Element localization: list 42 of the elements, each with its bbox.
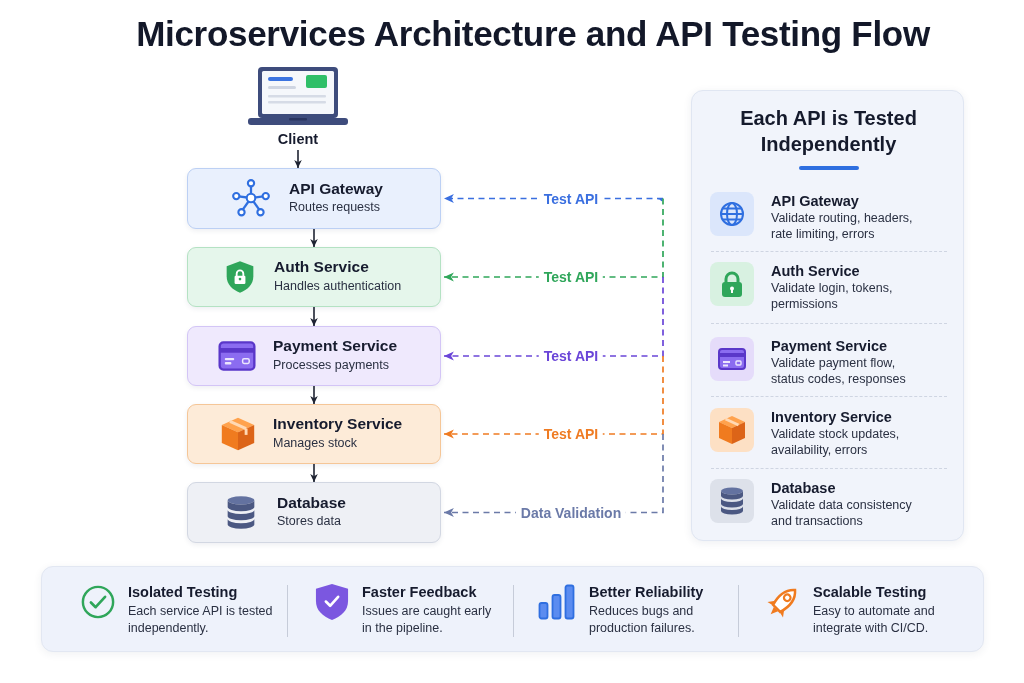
service-description: Stores data xyxy=(277,514,341,529)
service-box xyxy=(187,168,441,229)
service-box xyxy=(187,247,441,307)
service-description: Routes requests xyxy=(289,200,381,215)
service-title: Inventory Service xyxy=(273,415,403,433)
feature-title: Better Reliability xyxy=(589,583,704,601)
arrow xyxy=(310,228,318,248)
service-title: Auth Service xyxy=(274,258,369,276)
item-title: Inventory Service xyxy=(771,408,892,426)
arrow xyxy=(310,306,318,327)
arrow xyxy=(310,463,318,483)
feature-description: Each service API is tested independently. xyxy=(128,603,274,637)
node-label: Client xyxy=(276,130,320,148)
service-title: Database xyxy=(277,493,346,512)
service-description: Manages stock xyxy=(273,435,358,451)
service-description: Processes payments xyxy=(273,357,390,373)
item-title: API Gateway xyxy=(771,192,859,210)
arrow xyxy=(310,385,318,405)
service-title: Payment Service xyxy=(273,337,398,355)
item-title: Database xyxy=(771,479,836,497)
panel-heading: Each API is Tested Independently xyxy=(739,106,918,157)
feature-title: Faster Feedback xyxy=(362,583,477,601)
service-title: API Gateway xyxy=(289,179,383,198)
service-description: Handles authentication xyxy=(274,278,402,294)
service-box xyxy=(187,404,441,464)
feature-description: Reduces bugs and production failures. xyxy=(589,603,696,637)
feature-description: Issues are caught early in the pipeline. xyxy=(362,603,493,637)
feature-title: Scalable Testing xyxy=(813,583,927,601)
info-panel xyxy=(691,90,964,541)
service-box xyxy=(187,326,441,386)
feature-description: Easy to automate and integrate with CI/CD. xyxy=(813,603,936,637)
item-title: Payment Service xyxy=(771,337,888,355)
item-description: Validate data consistency and transactions xyxy=(771,497,913,529)
item-description: Validate stock updates, availability, errors xyxy=(771,426,901,458)
item-description: Validate routing, headers, rate limiting, errors xyxy=(771,210,914,242)
diagram-title: Microservices Architecture and API Testing Flow xyxy=(135,13,932,55)
feature-title: Isolated Testing xyxy=(128,583,238,601)
item-description: Validate login, tokens, permissions xyxy=(771,280,894,312)
service-box xyxy=(187,482,441,543)
item-description: Validate payment flow, status codes, responses xyxy=(771,355,907,387)
arrow xyxy=(294,149,302,169)
item-title: Auth Service xyxy=(771,262,860,280)
